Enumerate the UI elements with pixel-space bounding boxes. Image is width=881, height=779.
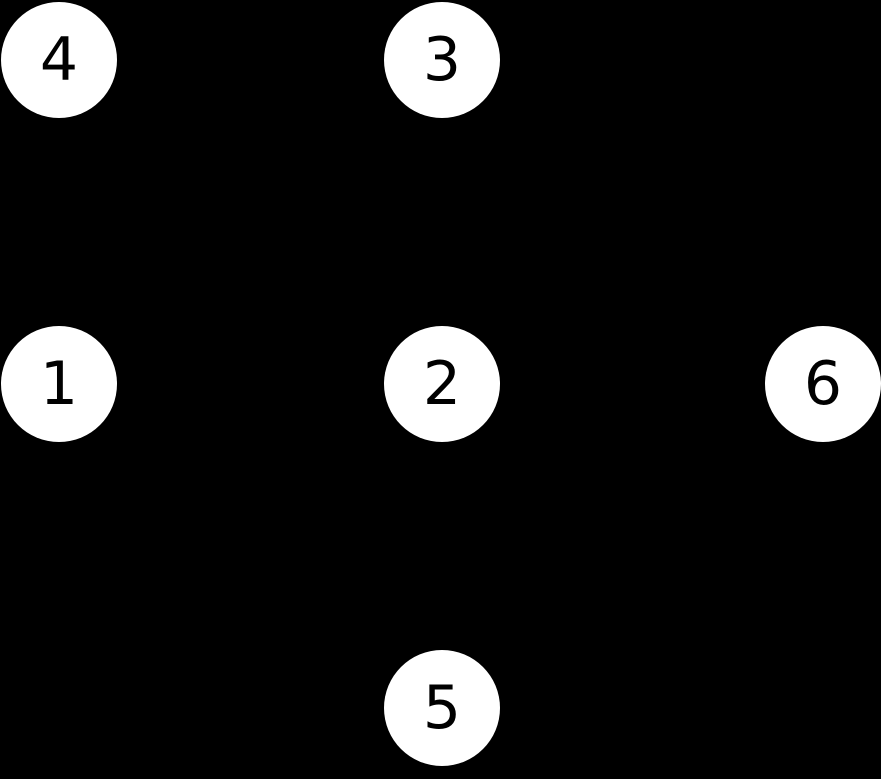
node-label: 2: [422, 349, 462, 419]
node-label: 1: [39, 349, 79, 419]
graph-node-4: 4: [1, 2, 117, 118]
graph-node-1: 1: [1, 326, 117, 442]
node-label: 6: [803, 349, 843, 419]
graph-node-5: 5: [384, 650, 500, 766]
graph-node-6: 6: [765, 326, 881, 442]
node-label: 3: [422, 25, 462, 95]
graph-node-2: 2: [384, 326, 500, 442]
graph-node-3: 3: [384, 2, 500, 118]
node-label: 4: [39, 25, 79, 95]
node-label: 5: [422, 673, 462, 743]
